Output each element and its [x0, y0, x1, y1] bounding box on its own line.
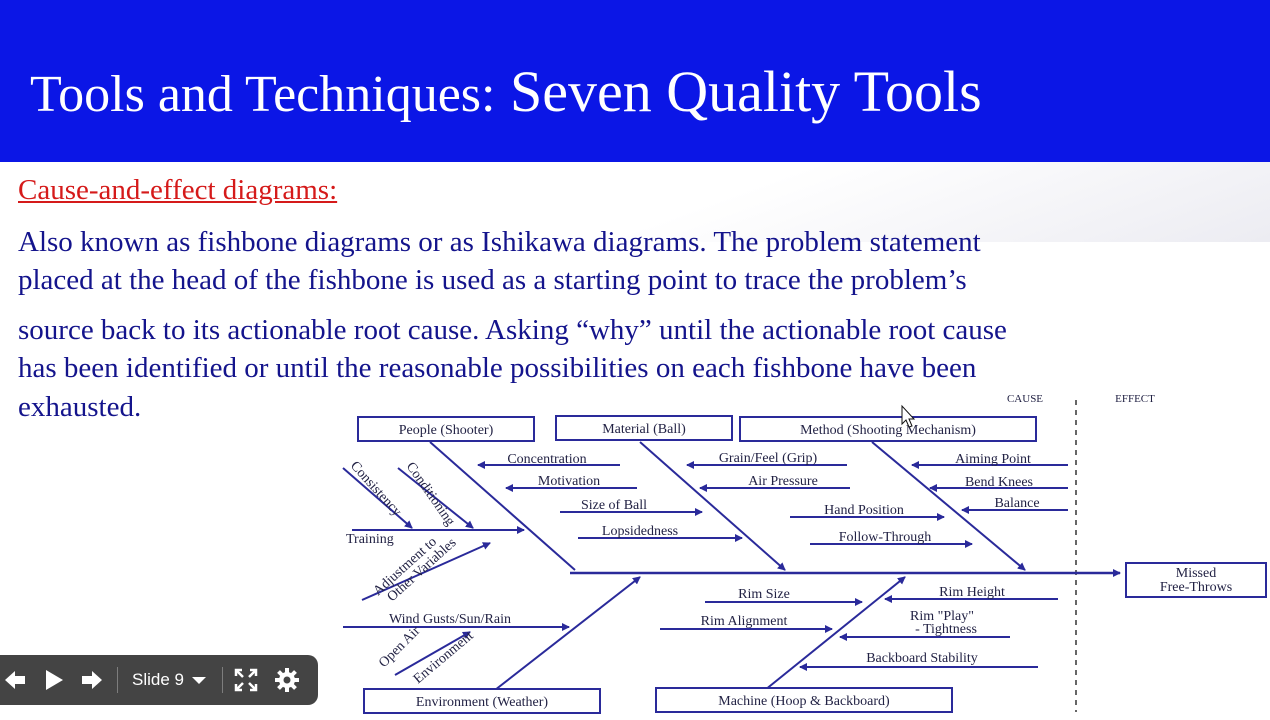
method-category-label: Method (Shooting Mechanism) — [800, 423, 976, 438]
cause-air-pressure: Air Pressure — [748, 474, 818, 489]
material-category-label: Material (Ball) — [602, 422, 686, 437]
body-line-2: placed at the head of the fishbone is us… — [18, 264, 967, 296]
body-line-4: has been identified or until the reasona… — [18, 352, 977, 384]
body-line-5: exhausted. — [18, 391, 142, 423]
cause-rim-alignment: Rim Alignment — [701, 614, 788, 629]
previous-button[interactable] — [0, 655, 30, 705]
fullscreen-icon — [234, 668, 258, 692]
method-category-box — [739, 416, 1037, 442]
slide-title-part2: Seven Quality Tools — [509, 59, 982, 124]
cause-wind-gusts: Wind Gusts/Sun/Rain — [389, 612, 511, 627]
next-button[interactable] — [76, 655, 108, 705]
machine-bone — [764, 576, 906, 691]
cause-rim-height: Rim Height — [939, 585, 1005, 600]
cause-conditioning: Conditioning — [403, 460, 458, 529]
cause-bend-knees: Bend Knees — [965, 475, 1033, 490]
environment-bone — [494, 576, 641, 691]
forward-arrow-icon — [82, 671, 102, 689]
mouse-cursor-icon — [901, 404, 916, 428]
fullscreen-button[interactable] — [230, 655, 262, 705]
fishbone-diagram: People (Shooter) Material (Ball) Method … — [342, 393, 1267, 714]
people-bone — [429, 441, 576, 571]
cause-follow-through: Follow-Through — [839, 530, 932, 545]
slide-selector-label: Slide 9 — [132, 670, 184, 689]
environment-category-box — [363, 688, 601, 714]
effect-label-line1: Missed — [1176, 566, 1216, 581]
toolbar-separator — [222, 667, 223, 693]
effect-label-line2: Free-Throws — [1160, 580, 1232, 595]
cause-label: CAUSE — [1007, 393, 1043, 405]
slide-title: Tools and Techniques: Seven Quality Tool… — [30, 52, 982, 135]
cause-backboard-stability: Backboard Stability — [866, 651, 978, 666]
slide-background-shade — [0, 162, 1270, 242]
back-arrow-icon — [5, 671, 25, 689]
gear-icon — [275, 668, 299, 692]
play-button[interactable] — [38, 655, 70, 705]
environment-category-label: Environment (Weather) — [416, 695, 549, 710]
material-category-box — [555, 415, 733, 441]
dropdown-caret-icon — [191, 677, 206, 684]
cause-grain-feel: Grain/Feel (Grip) — [719, 451, 818, 466]
machine-category-box — [655, 687, 953, 713]
body-line-1: Also known as fishbone diagrams or as Is… — [18, 226, 981, 258]
cause-motivation: Motivation — [538, 474, 600, 489]
effect-header-label: EFFECT — [1115, 393, 1155, 405]
cause-concentration: Concentration — [507, 452, 586, 467]
cause-rim-play: Rim "Play" — [910, 609, 974, 624]
slide-header — [0, 0, 1270, 162]
cause-hand-position: Hand Position — [824, 503, 904, 518]
method-bone — [871, 441, 1026, 571]
player-toolbar: Slide 9 — [0, 655, 318, 705]
cause-consistency: Consistency — [347, 459, 404, 520]
settings-button[interactable] — [270, 655, 304, 705]
machine-category-label: Machine (Hoop & Backboard) — [718, 694, 890, 709]
cause-aiming-point: Aiming Point — [955, 452, 1031, 467]
effect-box — [1125, 562, 1267, 598]
cause-training: Training — [346, 532, 394, 547]
people-category-label: People (Shooter) — [399, 423, 494, 438]
cause-size-of-ball: Size of Ball — [581, 498, 647, 513]
cause-tightness: - Tightness — [915, 622, 977, 637]
people-category-box — [357, 416, 535, 442]
toolbar-separator — [117, 667, 118, 693]
slide-subtitle: Cause-and-effect diagrams: — [18, 174, 338, 206]
slide-selector[interactable]: Slide 9 — [124, 655, 216, 705]
cause-lopsidedness: Lopsidedness — [602, 524, 678, 539]
material-bone — [639, 441, 786, 571]
cause-rim-size: Rim Size — [738, 587, 790, 602]
cause-balance: Balance — [994, 496, 1039, 511]
play-icon — [46, 670, 63, 690]
cause-environment: Environment — [411, 629, 477, 688]
body-line-3: source back to its actionable root cause… — [18, 314, 1007, 346]
slide-title-part1: Tools and Techniques: — [30, 66, 496, 123]
